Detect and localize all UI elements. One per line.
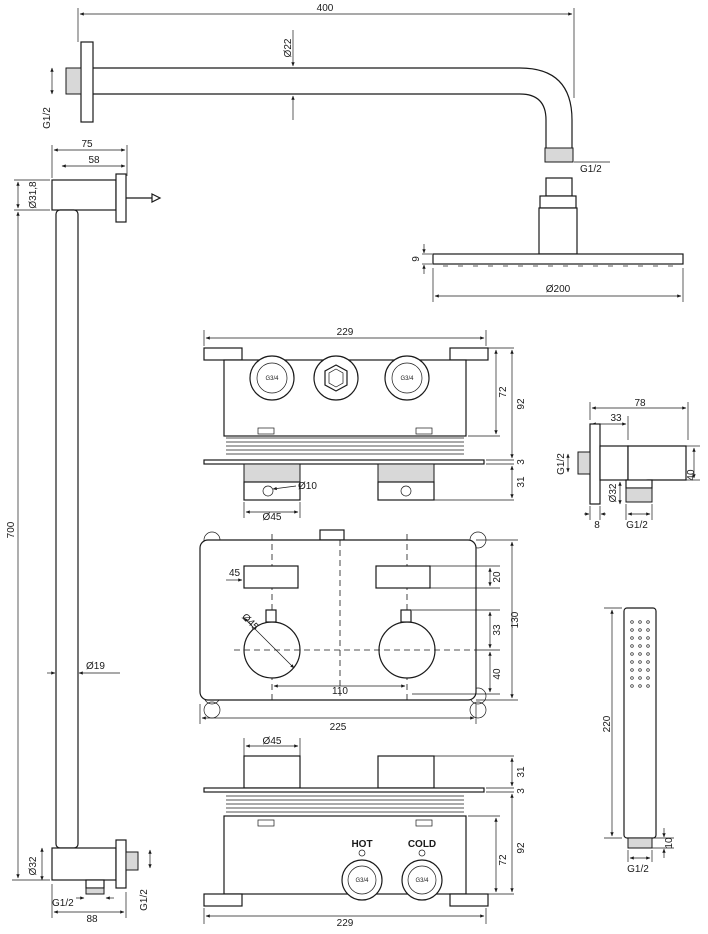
wall-outlet: 78 33 40 G1/2 Ø32 8 G1/2 — [556, 398, 700, 531]
box-top-view: 229 G3/4 G3/4 Ø10 Ø — [203, 327, 527, 523]
rail-top-bracket-diameter-label: Ø31,8 — [28, 181, 39, 209]
box-bottom-knob-diameter-label: Ø45 — [263, 736, 282, 747]
box-top-width-label: 229 — [337, 327, 354, 338]
box-front-total-height-label: 130 — [510, 611, 521, 628]
rail-tube — [55, 209, 79, 849]
box-top-dim-3-label: 3 — [516, 459, 527, 465]
box-front-knob-spacing-label: 110 — [332, 686, 348, 697]
box-top-dim-92-label: 92 — [516, 398, 527, 410]
arm-length-label: 400 — [317, 3, 334, 14]
box-top-port-left — [249, 355, 295, 401]
head-plate — [432, 253, 684, 265]
slide-rail: 75 58 Ø31,8 Ø19 700 Ø32 G1/2 G1/2 — [6, 139, 162, 925]
box-bottom-dim-3-label: 3 — [516, 788, 527, 794]
arm-outlet-thread-label: G1/2 — [580, 164, 602, 175]
hand-shower: 220 10 G1/2 — [602, 607, 675, 875]
box-top-dim-72-label: 72 — [498, 386, 509, 398]
box-bottom-knob-left — [243, 755, 301, 789]
box-front-label-height-label: 20 — [492, 571, 503, 583]
rail-top-wall-plate — [115, 173, 127, 223]
box-bottom-knob-right — [377, 755, 435, 789]
box-bottom-dim-72-label: 72 — [498, 854, 509, 866]
box-front-label-left — [243, 565, 299, 589]
hand-shower-length-label: 220 — [602, 715, 613, 732]
arm-wall-thread-label: G1/2 — [42, 107, 53, 129]
box-front-dim-33-label: 33 — [492, 624, 503, 636]
rail-bottom-bracket — [51, 847, 117, 881]
cold-label: COLD — [408, 839, 436, 850]
box-front-plate-width-label: 225 — [330, 722, 347, 733]
box-top-port-right-label: G3/4 — [400, 376, 414, 382]
box-bottom-fins — [226, 795, 464, 813]
arm-pipe-diameter-label: Ø22 — [283, 38, 294, 57]
rail-outlet-thread — [85, 887, 105, 895]
rail-bottom-bracket-diameter-label: Ø32 — [28, 856, 39, 875]
outlet-depth-label: 33 — [610, 413, 622, 424]
outlet-flange — [589, 423, 601, 505]
box-front-label-right — [375, 565, 431, 589]
rail-bottom-wall-plate — [115, 839, 127, 889]
box-front-view: Ø45 45 110 225 20 33 40 130 — [199, 529, 521, 733]
box-bottom-dim-92-label: 92 — [516, 842, 527, 854]
rail-outlet-thread-label: G1/2 — [52, 898, 74, 909]
shower-arm: 400 G1/2 Ø22 G1/2 — [42, 3, 610, 175]
hand-shower-nozzles — [630, 620, 650, 688]
hand-shower-thread-label: G1/2 — [627, 864, 649, 875]
box-top-knob-left — [243, 463, 301, 483]
head-diameter-label: Ø200 — [546, 284, 571, 295]
outlet-bottom-thread — [625, 487, 653, 503]
box-top-knob-right — [377, 463, 435, 483]
outlet-flange-depth-label: 8 — [594, 520, 600, 531]
box-bottom-port-left-label: G3/4 — [355, 878, 369, 884]
box-top-knob-diameter-label: Ø45 — [263, 512, 282, 523]
rail-bottom-depth-label: 88 — [86, 914, 98, 925]
box-top-dim-31-label: 31 — [516, 476, 527, 488]
hand-shower-connector-label: 10 — [664, 837, 675, 849]
box-front-dim-40-label: 40 — [492, 668, 503, 680]
outlet-height-label: 40 — [686, 469, 697, 481]
box-bottom-width-label: 229 — [337, 918, 354, 929]
rail-side-thread — [125, 851, 139, 871]
rail-tube-diameter-label: Ø19 — [86, 661, 105, 672]
outlet-wall-thread — [577, 451, 591, 475]
box-top-spindle-label: Ø10 — [298, 481, 317, 492]
rail-side-thread-label: G1/2 — [139, 889, 150, 911]
box-top-port-right — [384, 355, 430, 401]
shower-head: 9 Ø200 — [411, 177, 684, 302]
box-bottom-port-right-label: G3/4 — [415, 878, 429, 884]
box-top-plate — [203, 459, 485, 465]
outlet-bottom-thread-label: G1/2 — [626, 520, 648, 531]
rail-top-offset-label: 75 — [81, 139, 93, 150]
outlet-flange-diameter-label: Ø32 — [608, 483, 619, 502]
head-thickness-label: 9 — [411, 256, 422, 262]
hand-shower-connector — [627, 837, 653, 849]
arm-wall-flange — [80, 41, 94, 123]
hand-shower-body — [623, 607, 657, 839]
arm-wall-thread — [65, 67, 82, 95]
head-swivel-nut — [545, 177, 573, 197]
box-top-fins — [226, 437, 464, 455]
outlet-wall-thread-label: G1/2 — [556, 453, 567, 475]
box-front-label-width-label: 45 — [229, 568, 241, 579]
rail-height-label: 700 — [6, 521, 17, 538]
box-front-top-fitting — [319, 529, 345, 541]
rail-top-bracket — [51, 179, 117, 211]
box-bottom-dim-31-label: 31 — [516, 766, 527, 778]
hot-label: HOT — [351, 839, 372, 850]
arm-outlet-thread — [544, 147, 574, 163]
outlet-width-label: 78 — [634, 398, 646, 409]
head-stem — [538, 207, 578, 255]
box-top-port-left-label: G3/4 — [265, 376, 279, 382]
box-bottom-view: Ø45 HOT COLD G3/4 G3/4 229 — [203, 736, 527, 929]
rail-holder-depth-label: 58 — [88, 155, 100, 166]
box-bottom-plate — [203, 787, 485, 793]
